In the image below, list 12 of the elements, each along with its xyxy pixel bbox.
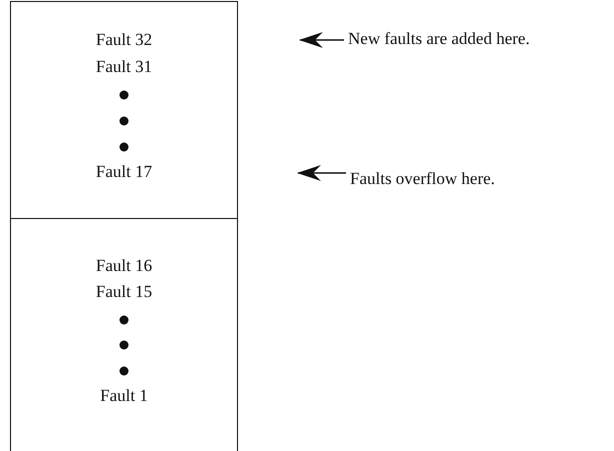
fault-label: Fault 15 <box>96 282 152 302</box>
annotation-text: New faults are added here. <box>348 29 530 49</box>
arrow <box>299 32 344 48</box>
fault-label: Fault 31 <box>96 57 152 77</box>
stack-segment <box>10 1 238 219</box>
annotation-text: Faults overflow here. <box>350 169 495 189</box>
fault-label: Fault 1 <box>100 386 148 406</box>
arrow <box>297 165 346 181</box>
fault-label: Fault 17 <box>96 162 152 182</box>
stack-segment <box>10 218 238 451</box>
fault-label: Fault 16 <box>96 256 152 276</box>
fault-label: Fault 32 <box>96 30 152 50</box>
